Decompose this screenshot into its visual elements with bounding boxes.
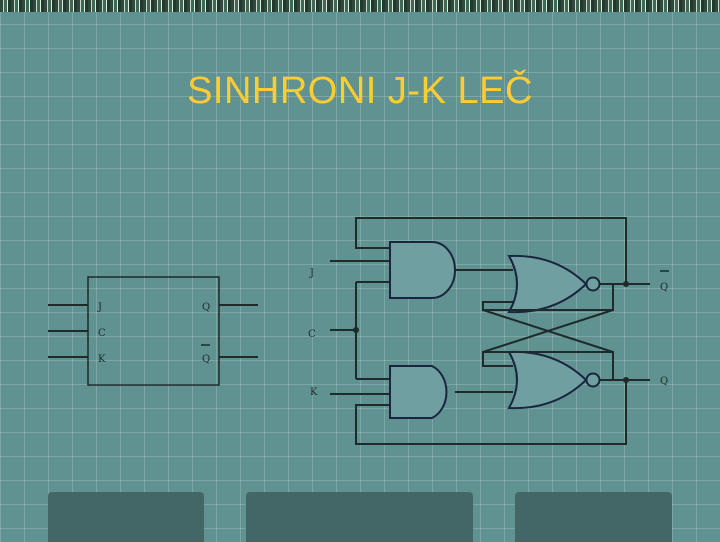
- bottom-decorative-tab: [515, 492, 672, 542]
- decorative-top-strip: [0, 0, 720, 12]
- lower-nor-gate: [507, 350, 588, 410]
- jk-block-symbol: J C K Q Q: [48, 276, 258, 386]
- circuit-output-qbar-label: Q: [660, 282, 668, 293]
- clock-junction-dot: [353, 327, 359, 333]
- bottom-decorative-tab: [48, 492, 204, 542]
- cross-diagonal-2: [482, 309, 614, 353]
- circuit-output-q-label: Q: [660, 376, 668, 387]
- circuit-input-k-label: K: [310, 387, 318, 398]
- block-symbol-box: [87, 276, 220, 386]
- circuit-input-c-label: C: [308, 329, 316, 340]
- block-input-j-label: J: [97, 302, 102, 313]
- lower-nor-bubble: [585, 372, 601, 388]
- feedback-qbar-to-upper-and: [355, 217, 627, 284]
- q-junction-dot: [623, 377, 629, 383]
- lower-and-gate: [389, 365, 448, 419]
- upper-nor-bubble: [585, 276, 601, 292]
- upper-and-gate: [389, 241, 456, 299]
- bottom-decorative-tab: [246, 492, 473, 542]
- upper-nor-gate: [507, 254, 588, 314]
- block-input-k-label: K: [98, 354, 106, 365]
- feedback-q-to-lower-and: [355, 380, 627, 445]
- jk-gate-circuit: J C K Q Q: [308, 217, 669, 445]
- block-input-c-label: C: [98, 328, 106, 339]
- block-output-qbar-label: Q: [202, 354, 210, 365]
- block-output-q-label: Q: [202, 302, 210, 313]
- qbar-junction-dot: [623, 281, 629, 287]
- circuit-input-j-label: J: [309, 268, 314, 279]
- slide-title: SINHRONI J-K LEČ: [187, 70, 533, 112]
